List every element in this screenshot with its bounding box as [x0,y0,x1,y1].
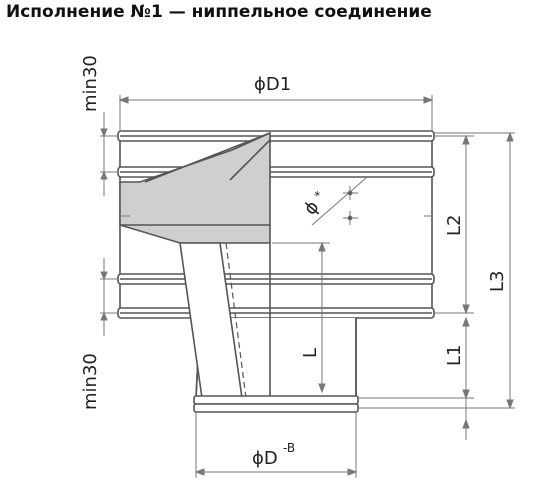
dimension-lines [100,95,515,478]
label-l2: L2 [444,215,465,236]
label-l3: L3 [487,271,508,292]
nipple-rib-1 [193,395,359,405]
page-title: Исполнение №1 — ниппельное соединение [6,2,432,22]
label-min30-bottom: min30 [80,353,101,410]
label-phi-d1: ϕD1 [254,74,291,95]
drawing-geometry [117,130,435,413]
label-l: L [300,348,321,358]
label-phi-d-tolerance: -B [283,441,295,455]
label-phi-d: ϕD [252,448,278,469]
label-min30-top: min30 [80,55,101,112]
nipple-rib-2 [193,403,359,413]
label-l1: L1 [444,345,465,366]
